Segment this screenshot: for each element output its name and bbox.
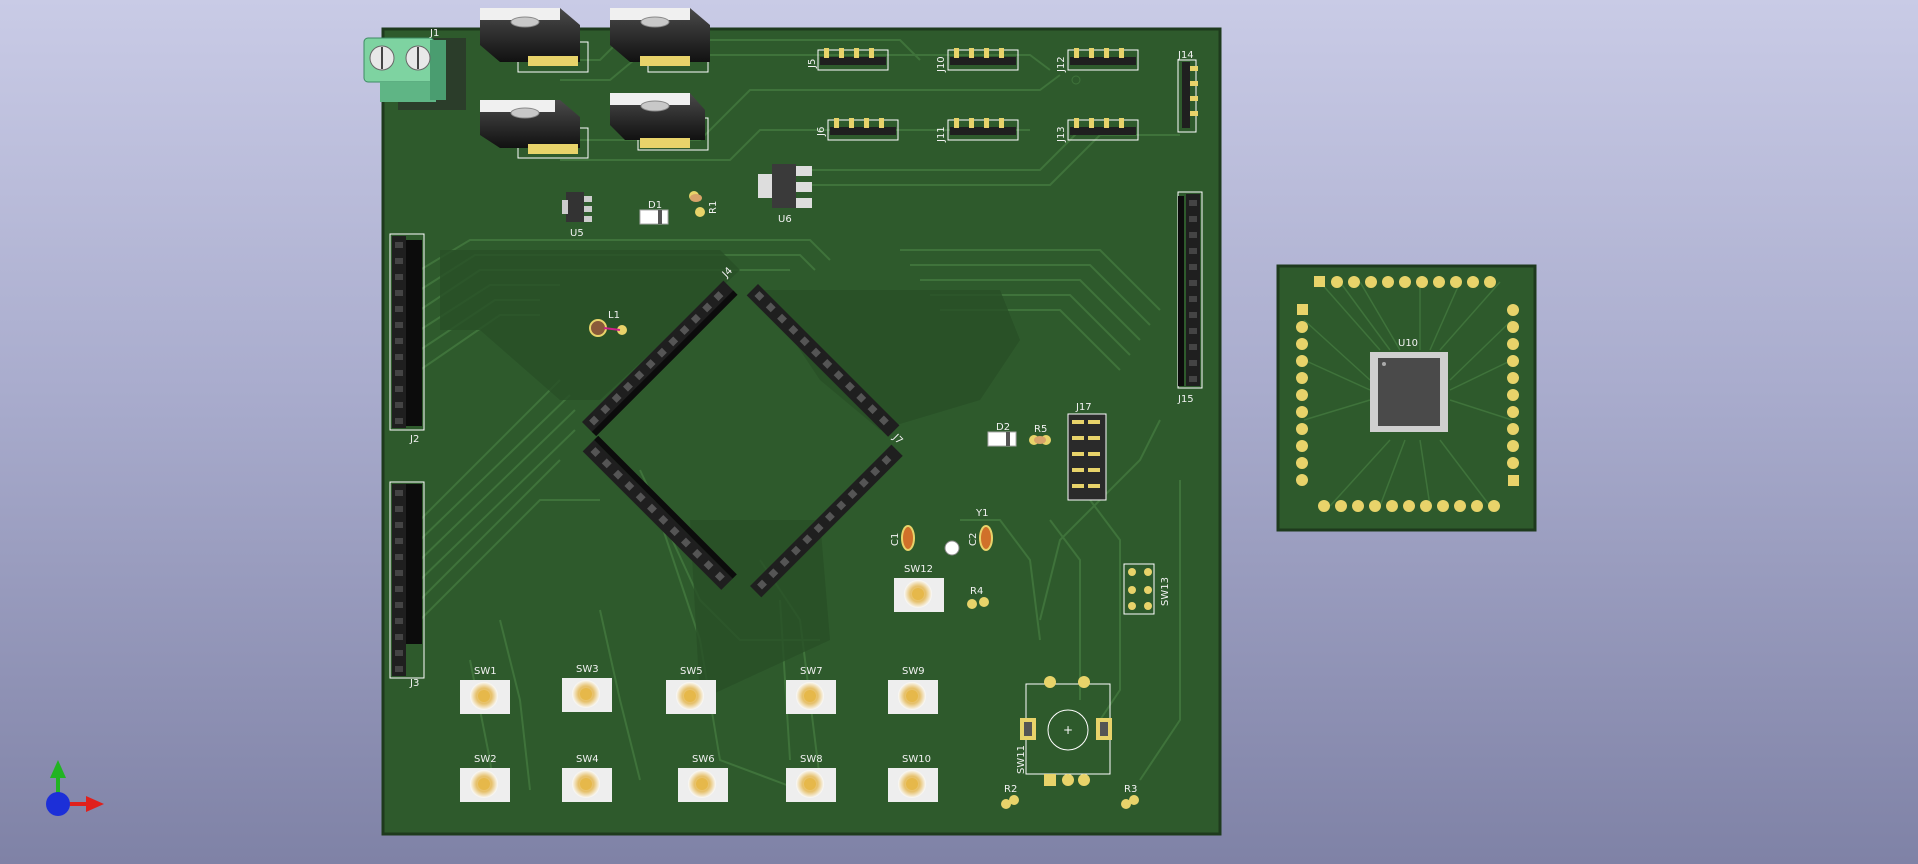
tact-switch-sw12[interactable]: SW12 [894,564,944,612]
ref-label: SW7 [800,666,823,677]
ref-label: C2 [968,533,979,546]
ic-u6[interactable]: U6 [758,164,812,225]
inductor-l1[interactable]: L1 [589,310,627,337]
header-j5[interactable]: J5 [807,48,889,71]
ref-label: D1 [648,200,662,211]
ref-label: R4 [970,586,983,597]
ref-label: SW10 [902,754,931,765]
tact-switch-sw9[interactable]: SW9 [888,666,938,714]
pad-col-left [1296,304,1308,486]
tact-switch-sw6[interactable]: SW6 [678,754,728,802]
ref-label: SW13 [1160,577,1171,606]
ref-label: U10 [1398,338,1418,349]
ref-label: SW11 [1016,745,1027,774]
ref-label: U5 [570,228,584,239]
ref-label: J3 [409,678,419,689]
ref-label: L1 [608,310,620,321]
capacitor-c1[interactable]: C1 [890,525,915,551]
ref-label: R2 [1004,784,1017,795]
tact-switch-sw10[interactable]: SW10 [888,754,938,802]
breakout-pcb[interactable]: U10 [1276,264,1537,532]
ref-label: J2 [409,434,419,445]
tact-switch-sw7[interactable]: SW7 [786,666,836,714]
ic-u5[interactable]: U5 [562,192,592,239]
header-j17[interactable]: J17 [1067,402,1107,501]
ref-label: J5 [807,59,818,69]
header-j9[interactable] [750,444,903,598]
resistor-r2[interactable]: R2 [1001,784,1019,809]
crystal-y1[interactable]: Y1 [944,508,988,556]
ref-label: SW5 [680,666,703,677]
ref-label: SW8 [800,754,823,765]
fanout-traces [1303,281,1513,507]
resistor-r1[interactable]: R1 [689,191,719,217]
header-j3[interactable]: J3 [389,481,425,689]
tact-switch-sw1[interactable]: SW1 [460,666,510,714]
resistor-r3[interactable]: R3 [1121,784,1139,809]
ref-label: J14 [1177,50,1194,61]
tact-switch-sw8[interactable]: SW8 [786,754,836,802]
ref-label: SW6 [692,754,715,765]
tact-switch-sw5[interactable]: SW5 [666,666,716,714]
pad-col-right [1507,304,1519,486]
ref-label: D2 [996,422,1010,433]
header-j2[interactable]: J2 [389,233,425,445]
header-j15[interactable]: J15 [1177,191,1203,405]
diode-d2[interactable]: D2 [987,422,1017,447]
header-j12[interactable]: J12 [1056,48,1139,85]
pad-row-bottom [1318,500,1500,512]
ref-label: U6 [778,214,792,225]
ref-label: SW1 [474,666,497,677]
ref-label: J17 [1075,402,1092,413]
diode-d1[interactable]: D1 [639,200,669,225]
ref-label: J11 [936,126,947,143]
resistor-r4[interactable]: R4 [967,586,989,609]
tact-switch-sw3[interactable]: SW3 [562,664,612,712]
main-pcb[interactable]: J1 [363,8,1222,836]
ref-label: Y1 [975,508,988,519]
capacitor-c2[interactable]: C2 [968,525,993,551]
tact-switch-sw4[interactable]: SW4 [562,754,612,802]
header-j13[interactable]: J13 [1056,118,1139,143]
ref-label: J15 [1177,394,1194,405]
header-j8[interactable] [582,435,737,590]
axis-triad [46,760,104,816]
ref-label: J13 [1056,126,1067,143]
pad-row-top [1314,276,1496,288]
regulator-u1[interactable] [480,8,589,73]
ref-label: J1 [429,28,439,39]
svg-text:+: + [1063,723,1073,737]
ref-label: R3 [1124,784,1137,795]
ref-label: C1 [890,533,901,546]
qfp-chip-u10[interactable]: U10 [1370,338,1448,432]
encoder-sw11[interactable]: + SW11 [1016,676,1112,786]
regulator-u2[interactable] [610,8,710,73]
tact-switch-sw2[interactable]: SW2 [460,754,510,802]
ref-label: SW2 [474,754,497,765]
ref-label: J10 [936,56,947,73]
resistor-r5[interactable]: R5 [1029,424,1051,445]
ref-label: R1 [708,201,719,214]
ref-label: J6 [816,127,827,137]
ref-label: SW3 [576,664,599,675]
header-j10[interactable]: J10 [936,48,1019,73]
y-axis-arrow-icon [50,760,66,778]
ref-label: J12 [1056,56,1067,73]
terminal-block-j1[interactable]: J1 [363,28,466,110]
regulator-u4[interactable] [610,93,709,151]
header-j11[interactable]: J11 [936,118,1019,143]
ref-label: SW4 [576,754,599,765]
header-j6[interactable]: J6 [816,118,899,141]
regulator-u3[interactable] [480,100,589,159]
header-j14[interactable]: J14 [1177,50,1198,133]
ref-label: SW12 [904,564,933,575]
z-axis-icon [46,792,70,816]
switch-sw13[interactable]: SW13 [1123,563,1171,615]
x-axis-arrow-icon [86,796,104,812]
ref-label: SW9 [902,666,925,677]
ref-label: R5 [1034,424,1047,435]
